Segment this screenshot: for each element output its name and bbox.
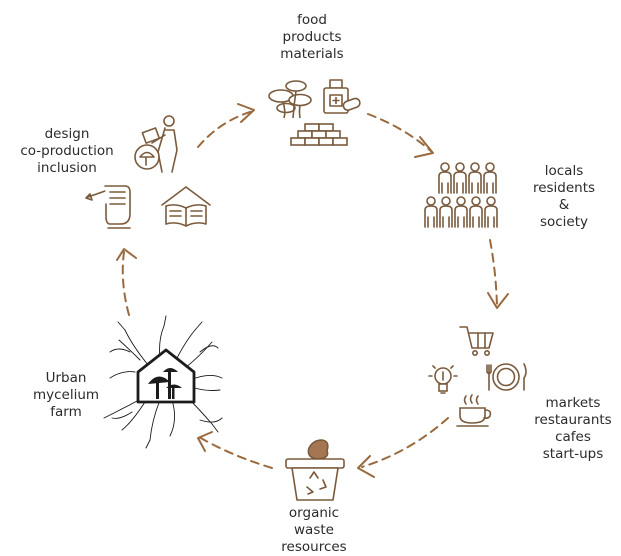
stage-label-line: cafes [555,429,591,445]
worker-saw-icon [134,115,178,173]
plate-cutlery-icon [486,363,527,391]
arrowhead-society [414,136,434,158]
hand-pencil-icon [85,185,131,229]
arrowhead-products [237,103,255,123]
stage-label-farm: Urban mycelium farm [30,370,102,421]
stage-label-line: restaurants [534,412,612,428]
stage-label-line: food [297,12,327,28]
stage-label-line: co-production [20,143,114,159]
arrowhead-design [116,248,137,261]
arrow-farm-to-design [121,251,130,316]
coffee-cup-icon [456,394,492,427]
stage-label-line: inclusion [37,160,97,176]
stage-label-products: food products materials [278,12,346,63]
shopping-cart-icon [459,326,494,356]
stage-label-line: start-ups [542,446,604,462]
cycle-arrows [121,110,498,469]
stage-label-waste: organic waste resources [272,505,356,556]
arrow-products-to-society [367,113,433,153]
open-book-house-icon [161,186,211,227]
stage-label-line: residents [532,180,596,196]
arrow-society-to-businesses [489,239,498,307]
brick-wall-icon [290,123,348,146]
mycelium-roots [103,315,223,449]
stage-label-society: locals residents & society [527,163,601,231]
people-group-icon [424,162,498,228]
arrowhead-farm [197,431,213,452]
stage-label-line: organic [288,505,340,521]
mushroom-cluster-icon [268,80,312,119]
stage-label-line: Urban [45,370,87,386]
mycelium-farm-icon [103,315,223,449]
stage-label-line: locals [544,163,584,179]
stage-label-line: & [558,197,570,213]
stage-label-line: resources [281,539,347,555]
stage-label-line: society [539,214,589,230]
arrowheads [116,103,509,478]
stage-label-line: materials [280,46,344,62]
arrow-design-to-products [197,110,254,148]
stage-label-line: waste [294,522,334,538]
arrowhead-businesses [487,292,509,309]
stage-label-line: markets [545,395,601,411]
stage-label-design: design co-production inclusion [14,126,120,177]
medicine-bottle-icon [323,79,361,114]
stage-label-line: design [44,126,90,142]
stage-label-line: mycelium [32,387,100,403]
stage-label-line: products [282,29,342,45]
arrowhead-waste [357,455,375,478]
arrow-waste-to-farm [198,436,273,469]
lightbulb-icon [428,365,458,394]
arrow-businesses-to-waste [361,417,449,468]
stage-label-line: farm [50,404,82,420]
stage-label-businesses: markets restaurants cafes start-ups [527,395,619,463]
recycling-bin-icon [285,439,345,501]
